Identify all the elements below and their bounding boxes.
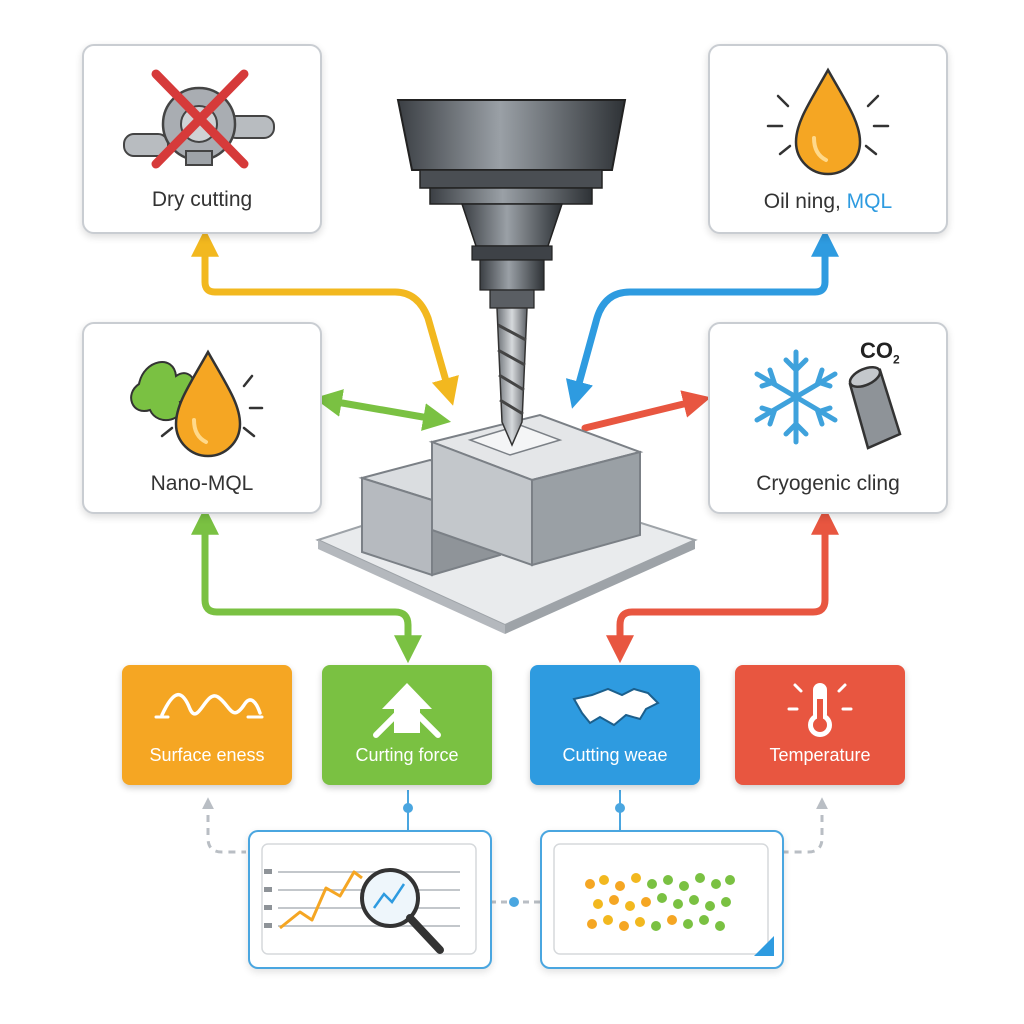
cryogenic-cooling-card: CO2 Cryogenic cling [708,322,948,514]
oil-connector-arrow [565,228,839,409]
output-label-temperature: Temperature [769,745,871,765]
scatter-dot [673,899,683,909]
scatter-dot [699,915,709,925]
nano-mql-card: Nano-MQL [82,322,322,514]
tool-wear-icon [572,687,660,727]
crossed-out-coolant-nozzle-icon [123,69,275,169]
scatter-dot [667,915,677,925]
dry-cutting-label: Dry cutting [151,188,253,211]
scatter-dot [711,879,721,889]
co2-cylinder-icon [848,365,902,450]
scatter-dot [641,897,651,907]
wear-link-dot [615,803,625,813]
trend-chart-graphic [261,843,477,955]
scatter-dot [657,893,667,903]
scatter-dot [651,921,661,931]
trend-line [279,870,363,930]
panel-link-dot [509,897,519,907]
scatter-dot [593,899,603,909]
force-link-dot [403,803,413,813]
scatter-dot [695,873,705,883]
scatter-dot [599,875,609,885]
scatter-dot [625,901,635,911]
scatter-dot [663,875,673,885]
dry-connector-arrow [191,228,459,406]
nano-mql-label: Nano-MQL [150,472,254,495]
scatter-dot [705,901,715,911]
oil-mql-card: Oil ning, MQL [708,44,948,234]
leaf-oil-drop-icon [130,349,264,458]
surface-wave-icon [154,693,264,719]
scatter-dot [587,919,597,929]
output-tile-surface: Surface eness [122,665,292,785]
feedback-link-left [202,797,246,854]
output-tile-temperature: Temperature [735,665,905,785]
scatter-dot [647,879,657,889]
scatter-dot [609,895,619,905]
feedback-link-right [782,797,828,854]
oil-drop-icon [766,67,890,176]
cryo-connector-arrow [581,390,711,432]
magnifier-icon [360,868,444,954]
milling-machine-illustration [315,99,698,634]
cryogenic-cooling-label: Cryogenic cling [756,472,900,495]
spindle-head [396,99,627,171]
scatter-analysis-panel [540,830,784,969]
output-tile-force: Curting force [322,665,492,785]
scatter-dot [603,915,613,925]
oil-mql-label-accent: MQL [846,190,893,213]
output-tile-wear: Cutting weae [530,665,700,785]
co2-label: CO2 [860,338,900,366]
dry-cutting-card: Dry cutting [82,44,322,234]
snowflake-co2-cylinder-icon [754,349,902,450]
scatter-dot [585,879,595,889]
scatter-dot [619,921,629,931]
thermometer-icon [787,683,853,737]
scatter-dot [615,881,625,891]
output-label-surface: Surface eness [149,745,265,765]
scatter-dot [725,875,735,885]
oil-mql-label: Oil ning, MQL [710,190,946,214]
scatter-dot [683,919,693,929]
output-label-wear: Cutting weae [562,745,668,765]
cryo-to-output-arrow [606,506,839,664]
oil-mql-label-main: Oil ning, [763,190,847,213]
scatter-dot [715,921,725,931]
scatter-dots [585,873,735,931]
nano-connector-arrow [313,389,452,431]
co2-label-subscript: 2 [893,352,900,367]
scatter-dot [689,895,699,905]
scatter-dot [631,873,641,883]
trend-analysis-panel [248,830,492,969]
scatter-dot [635,917,645,927]
scatter-dot [721,897,731,907]
co2-label-main: CO [860,338,893,363]
scatter-dot [679,881,689,891]
output-label-force: Curting force [355,745,459,765]
scatter-plot-graphic [553,843,774,956]
nano-to-force-arrow [191,506,422,664]
force-arrow-icon [373,683,441,738]
